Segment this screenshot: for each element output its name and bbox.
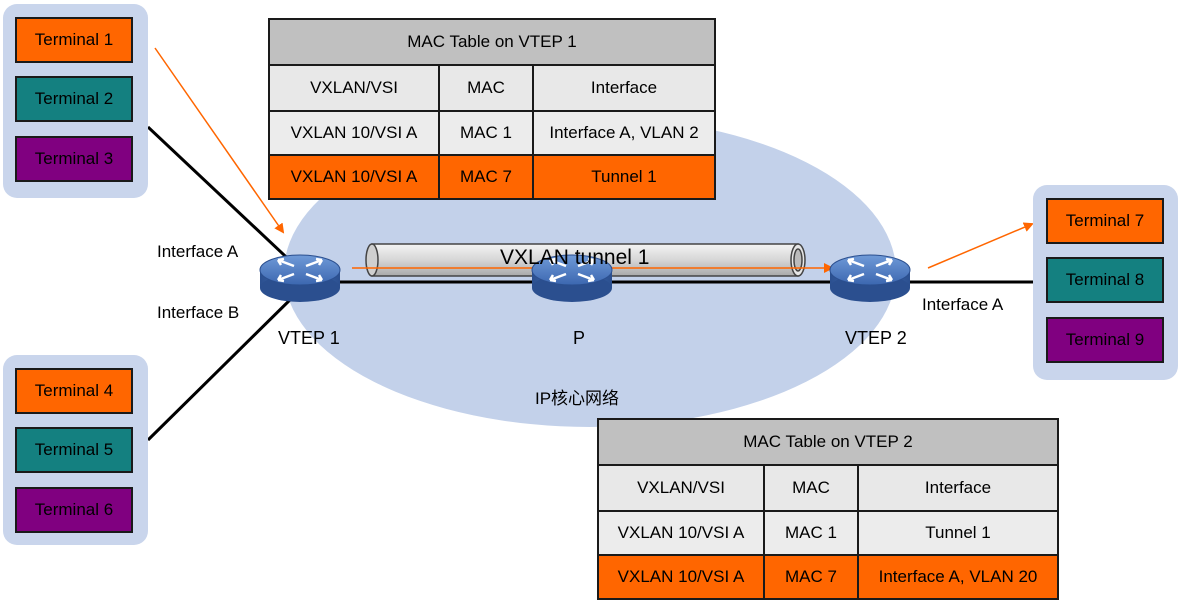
terminal-4[interactable]: Terminal 4 <box>15 368 133 414</box>
table-cell: VXLAN 10/VSI A <box>597 510 765 556</box>
table-cell: Interface A, VLAN 2 <box>532 110 716 156</box>
flow-arrow-terminal1-vtep1 <box>154 47 285 234</box>
column-header: Interface <box>532 64 716 112</box>
table-row: VXLAN 10/VSI A MAC 7 Tunnel 1 <box>268 154 716 200</box>
terminal-2[interactable]: Terminal 2 <box>15 76 133 122</box>
table-cell: Tunnel 1 <box>532 154 716 200</box>
terminal-1[interactable]: Terminal 1 <box>15 17 133 63</box>
terminal-7[interactable]: Terminal 7 <box>1046 198 1164 244</box>
column-header: MAC <box>438 64 534 112</box>
table-cell: Tunnel 1 <box>857 510 1059 556</box>
vtep2-interface-a-label: Interface A <box>922 295 1004 314</box>
mac-table-vtep2: MAC Table on VTEP 2 VXLAN/VSI MAC Interf… <box>597 418 1059 600</box>
table-cell: VXLAN 10/VSI A <box>268 154 440 200</box>
network-label: IP核心网络 <box>535 389 620 408</box>
flow-arrow-vtep2-terminal7 <box>927 222 1034 269</box>
vtep1-interface-a-label: Interface A <box>157 242 239 261</box>
vtep1-label: VTEP 1 <box>278 328 340 348</box>
table-cell: MAC 1 <box>763 510 859 556</box>
table-title: MAC Table on VTEP 1 <box>268 18 716 66</box>
p-router-icon <box>531 254 613 302</box>
vtep1-router-icon <box>259 254 341 302</box>
terminal-8[interactable]: Terminal 8 <box>1046 257 1164 303</box>
table-row: VXLAN 10/VSI A MAC 1 Interface A, VLAN 2 <box>268 110 716 156</box>
terminal-5[interactable]: Terminal 5 <box>15 427 133 473</box>
table-cell: MAC 7 <box>763 554 859 600</box>
link-group1-vtep1 <box>146 125 302 272</box>
table-cell: MAC 7 <box>438 154 534 200</box>
table-cell: Interface A, VLAN 20 <box>857 554 1059 600</box>
column-header: VXLAN/VSI <box>597 464 765 512</box>
column-header: MAC <box>763 464 859 512</box>
table-row: VXLAN 10/VSI A MAC 7 Interface A, VLAN 2… <box>597 554 1059 600</box>
table-title: MAC Table on VTEP 2 <box>597 418 1059 466</box>
column-header: Interface <box>857 464 1059 512</box>
mac-table-vtep1: MAC Table on VTEP 1 VXLAN/VSI MAC Interf… <box>268 18 716 200</box>
table-cell: VXLAN 10/VSI A <box>268 110 440 156</box>
link-group2-vtep1 <box>146 288 302 442</box>
terminal-9[interactable]: Terminal 9 <box>1046 317 1164 363</box>
terminal-3[interactable]: Terminal 3 <box>15 136 133 182</box>
vtep2-label: VTEP 2 <box>845 328 907 348</box>
tunnel-label: VXLAN tunnel 1 <box>500 246 650 269</box>
vtep2-router-icon <box>829 254 911 302</box>
column-header: VXLAN/VSI <box>268 64 440 112</box>
terminal-6[interactable]: Terminal 6 <box>15 487 133 533</box>
p-label: P <box>573 328 586 348</box>
table-cell: MAC 1 <box>438 110 534 156</box>
table-cell: VXLAN 10/VSI A <box>597 554 765 600</box>
table-row: VXLAN 10/VSI A MAC 1 Tunnel 1 <box>597 510 1059 556</box>
vtep1-interface-b-label: Interface B <box>157 303 240 322</box>
